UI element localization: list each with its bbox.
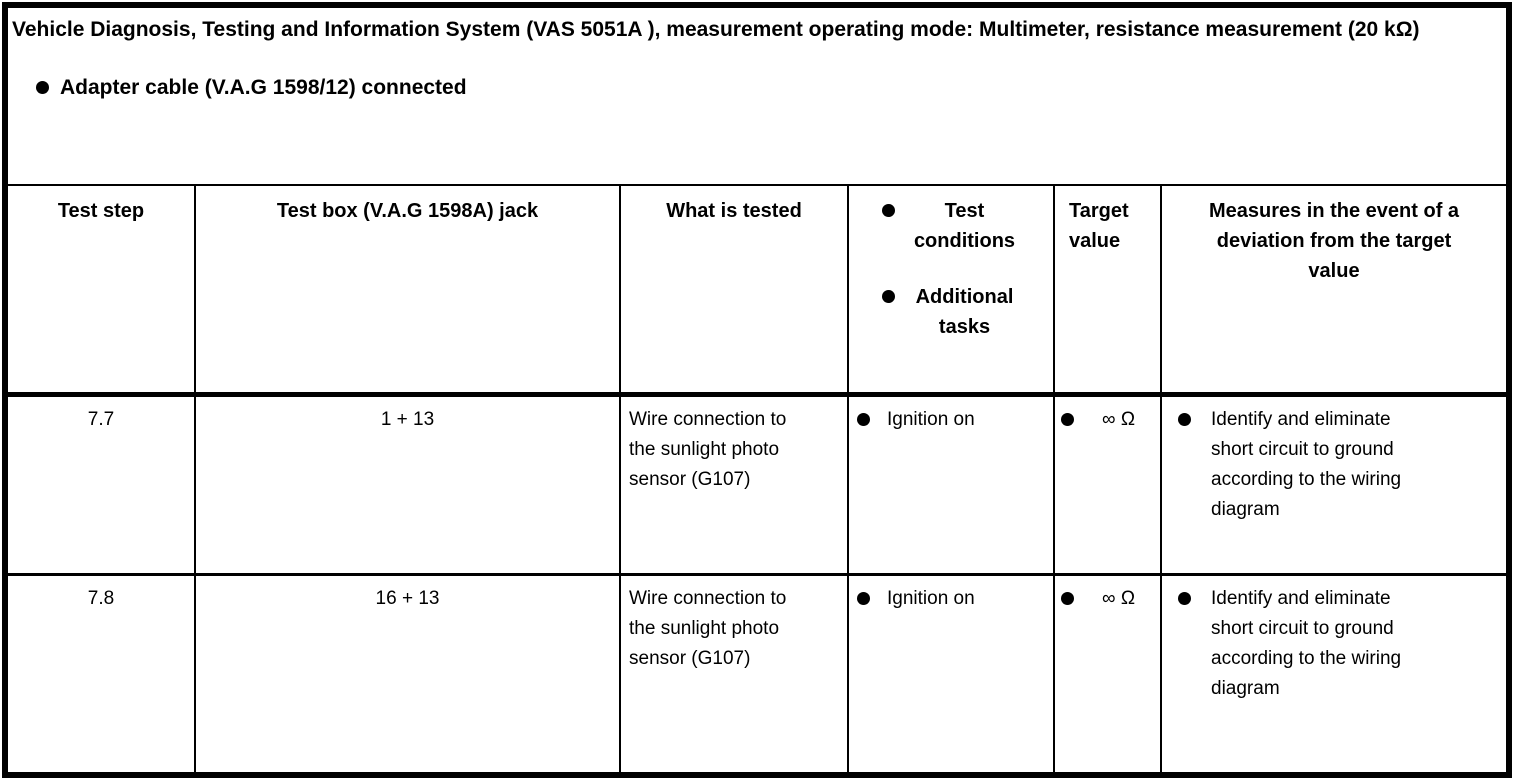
- condition-text: Ignition on: [887, 587, 975, 609]
- condition-item: Ignition on: [857, 405, 1053, 435]
- target-value-text: ∞ Ω: [1102, 587, 1136, 609]
- bullet-icon: [1061, 412, 1074, 426]
- cell-measures: Identify and eliminate short circuit to …: [1160, 573, 1506, 772]
- header-conditions-item: Test conditions: [849, 196, 1053, 256]
- measures-text: Identify and eliminate short circuit to …: [1211, 587, 1402, 699]
- page-title: Vehicle Diagnosis, Testing and Informati…: [12, 18, 1420, 41]
- what-is-tested-text: Wire connection to the sunlight photo se…: [629, 408, 787, 490]
- bullet-icon: [857, 412, 870, 426]
- test-table: Test step Test box (V.A.G 1598A) jack Wh…: [8, 186, 1506, 772]
- bullet-icon: [1061, 591, 1074, 605]
- target-value-text: ∞ Ω: [1102, 408, 1136, 430]
- cell-what-is-tested: Wire connection to the sunlight photo se…: [619, 573, 849, 772]
- table-row: 7.8 16 + 13 Wire connection to the sunli…: [8, 573, 1506, 772]
- cell-test-conditions: Ignition on: [847, 393, 1055, 576]
- bullet-icon: [881, 290, 895, 303]
- header-additional-tasks-item: Additional tasks: [849, 282, 1053, 342]
- header-additional-tasks-text: Additional tasks: [915, 286, 1014, 338]
- intro-section: Vehicle Diagnosis, Testing and Informati…: [8, 8, 1506, 186]
- cell-target-value: ∞ Ω: [1053, 573, 1162, 772]
- cell-what-is-tested: Wire connection to the sunlight photo se…: [619, 393, 849, 576]
- what-is-tested-text: Wire connection to the sunlight photo se…: [629, 587, 787, 669]
- cell-test-box-jack: 1 + 13: [194, 393, 621, 576]
- measures-item: Identify and eliminate short circuit to …: [1178, 405, 1506, 525]
- intro-bullet-text: Adapter cable (V.A.G 1598/12) connected: [60, 76, 467, 99]
- header-measures-text: Measures in the event of a deviation fro…: [1208, 200, 1460, 282]
- cell-test-conditions: Ignition on: [847, 573, 1055, 772]
- cell-test-box-jack: 16 + 13: [194, 573, 621, 772]
- header-target-value: Target value: [1053, 186, 1162, 397]
- bullet-icon: [881, 204, 895, 217]
- measures-item: Identify and eliminate short circuit to …: [1178, 584, 1506, 704]
- header-test-box-jack: Test box (V.A.G 1598A) jack: [194, 186, 621, 397]
- intro-bullet-item: Adapter cable (V.A.G 1598/12) connected: [36, 73, 1498, 103]
- cell-measures: Identify and eliminate short circuit to …: [1160, 393, 1506, 576]
- bullet-icon: [857, 591, 870, 605]
- header-what-is-tested: What is tested: [619, 186, 849, 397]
- target-value-item: ∞ Ω: [1061, 584, 1160, 614]
- table-header-row: Test step Test box (V.A.G 1598A) jack Wh…: [8, 186, 1506, 397]
- cell-target-value: ∞ Ω: [1053, 393, 1162, 576]
- bullet-icon: [1178, 412, 1191, 426]
- measures-text: Identify and eliminate short circuit to …: [1211, 408, 1402, 520]
- table-row: 7.7 1 + 13 Wire connection to the sunlig…: [8, 393, 1506, 576]
- condition-item: Ignition on: [857, 584, 1053, 614]
- cell-test-step: 7.7: [8, 393, 196, 576]
- bullet-icon: [1178, 591, 1191, 605]
- target-value-item: ∞ Ω: [1061, 405, 1160, 435]
- header-measures: Measures in the event of a deviation fro…: [1160, 186, 1506, 397]
- bullet-icon: [36, 81, 49, 94]
- header-conditions: Test conditions Additional tasks: [847, 186, 1055, 397]
- cell-test-step: 7.8: [8, 573, 196, 772]
- condition-text: Ignition on: [887, 408, 975, 430]
- header-conditions-text: Test conditions: [913, 200, 1016, 252]
- header-test-step: Test step: [8, 186, 196, 397]
